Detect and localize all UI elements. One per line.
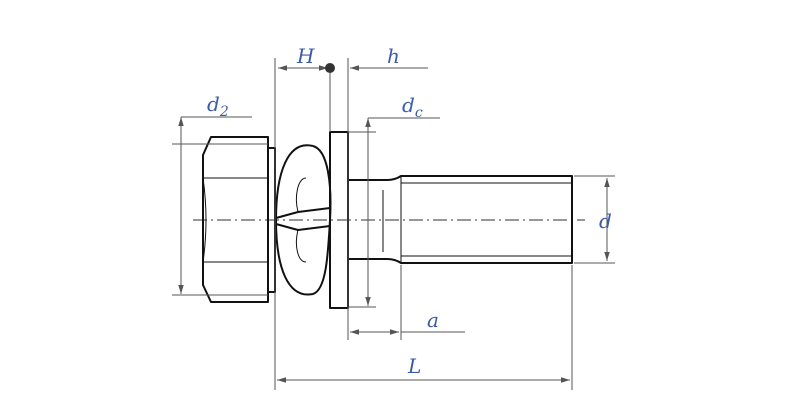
dimension-a <box>350 265 465 340</box>
label-dc: dc <box>402 93 423 121</box>
reference-dot <box>325 63 335 73</box>
hex-head <box>202 136 276 303</box>
label-d: d <box>599 209 612 233</box>
label-a: a <box>427 308 439 332</box>
dimension-d <box>574 175 615 264</box>
label-h: h <box>387 44 400 68</box>
dimension-d2 <box>172 116 268 296</box>
screw-shank <box>348 175 573 264</box>
dimension-L <box>277 265 573 390</box>
label-H: H <box>296 44 315 68</box>
dimension-dc <box>348 117 440 308</box>
dimension-H-h <box>274 58 428 390</box>
label-d2: d2 <box>207 92 229 120</box>
label-L: L <box>407 354 421 378</box>
